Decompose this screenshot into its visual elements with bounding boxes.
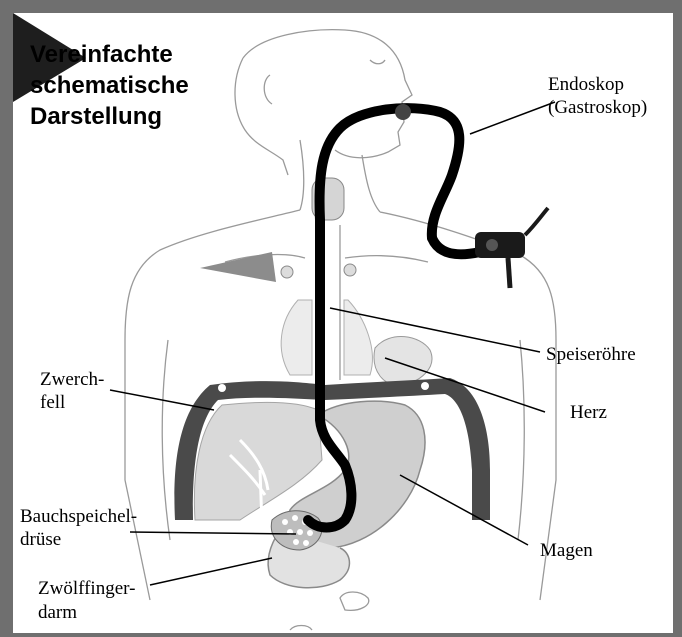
label-endoskop: Endoskop	[548, 74, 624, 95]
label-speiseroehre: Speiseröhre	[546, 344, 636, 365]
label-zwerchfell-2: fell	[40, 392, 65, 413]
label-bauchspeichel-2: drüse	[20, 529, 61, 550]
diaphragm-rivet-left	[218, 384, 226, 392]
title-line-1: Vereinfachte	[30, 41, 173, 68]
label-bauchspeichel-1: Bauchspeichel-	[20, 506, 137, 527]
label-zwoelffinger-1: Zwölffinger-	[38, 578, 135, 599]
label-herz: Herz	[570, 402, 607, 423]
title-line-2: schematische	[30, 72, 189, 99]
title-line-3: Darstellung	[30, 103, 162, 130]
diaphragm-rivet-right	[421, 382, 429, 390]
label-gastroskop: (Gastroskop)	[548, 97, 647, 118]
label-zwerchfell-1: Zwerch-	[40, 369, 104, 390]
label-magen: Magen	[540, 540, 593, 561]
label-zwoelffinger-2: darm	[38, 602, 77, 623]
